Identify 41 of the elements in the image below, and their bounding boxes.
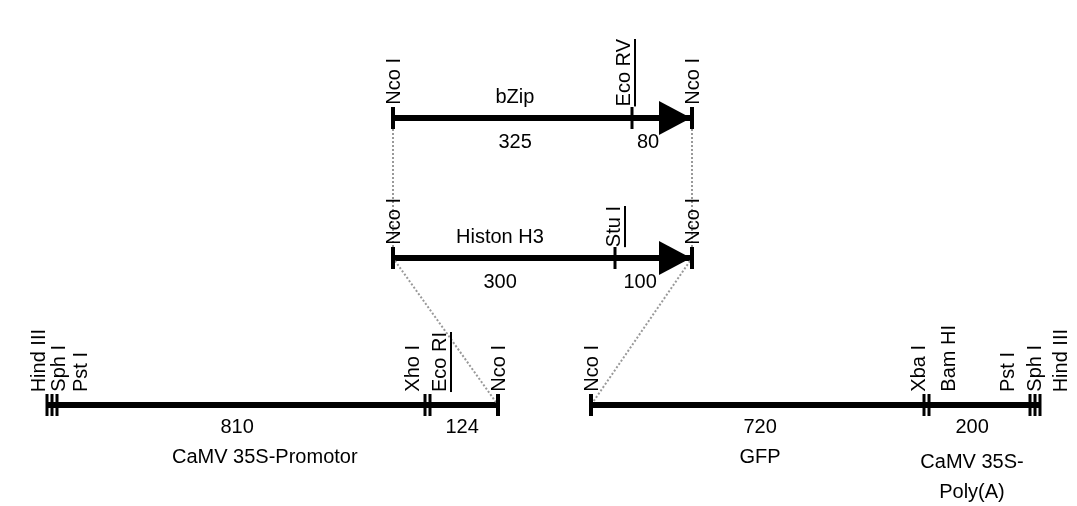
fragment-length: 200 — [955, 416, 989, 436]
site-label: Sph I — [48, 345, 68, 392]
site-label: Nco I — [682, 198, 702, 245]
restriction-site-tick — [690, 107, 694, 129]
restriction-site-tick — [391, 247, 395, 269]
fragment-length: 325 — [498, 131, 532, 151]
restriction-site-tick — [496, 394, 500, 416]
site-label: Sph I — [1024, 345, 1044, 392]
fragment-length: 100 — [623, 271, 657, 291]
connector-line — [394, 259, 497, 404]
fragment-length: 80 — [637, 131, 660, 151]
gene-name: Histon H3 — [456, 226, 544, 246]
site-label: Nco I — [581, 345, 601, 392]
element-name: CaMV 35S- Poly(A) — [919, 449, 1025, 504]
site-label: Eco RI — [429, 332, 449, 393]
site-label: Xho I — [402, 345, 422, 392]
restriction-site-tick — [690, 247, 694, 269]
restriction-site-tick — [391, 107, 395, 129]
site-label: Pst I — [997, 352, 1017, 392]
site-label: Pst I — [70, 352, 90, 392]
fragment-length: 810 — [220, 416, 254, 436]
restriction-site-tick — [589, 394, 593, 416]
site-label: Nco I — [682, 58, 702, 105]
site-label: Eco RV — [613, 39, 633, 107]
site-label: Hind III — [28, 329, 48, 393]
site-label: Bam HI — [938, 325, 958, 392]
fragment-length: 300 — [483, 271, 517, 291]
connector-line — [691, 128, 693, 248]
element-name: CaMV 35S-Promotor — [172, 446, 358, 466]
gene-name: bZip — [495, 86, 535, 106]
site-label: Xba I — [908, 345, 928, 392]
fragment-length: 720 — [743, 416, 777, 436]
fragment-length: 124 — [445, 416, 479, 436]
site-label: Hind III — [1050, 329, 1070, 393]
connector-line — [592, 259, 691, 404]
site-label: Nco I — [383, 58, 403, 105]
site-label: Nco I — [488, 345, 508, 392]
element-name: GFP — [739, 446, 781, 466]
connector-line — [392, 128, 394, 248]
site-label: Stu I — [603, 206, 623, 248]
site-label: Nco I — [383, 198, 403, 245]
